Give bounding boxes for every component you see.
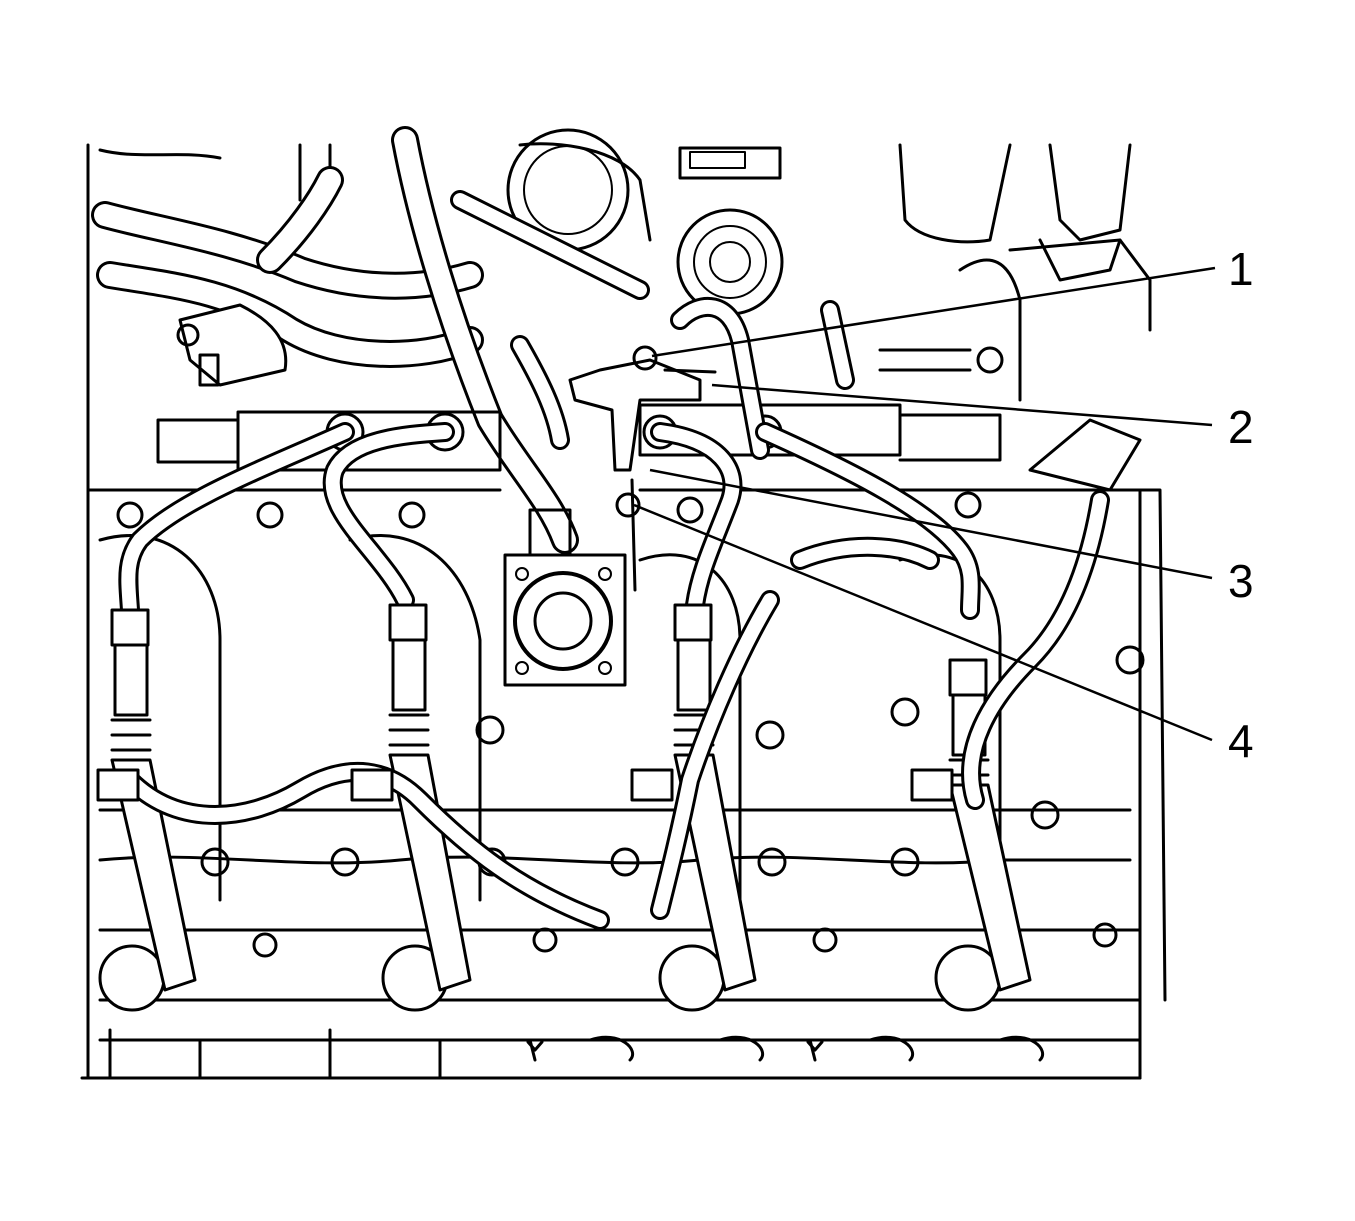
fuel-injectors <box>96 422 1110 992</box>
head-bolts <box>116 491 1145 958</box>
callout-leaders <box>633 266 1216 742</box>
callout-1: 1 <box>1228 243 1254 295</box>
callout-4: 4 <box>1228 715 1254 767</box>
callout-2: 2 <box>1228 401 1254 453</box>
frame <box>80 143 1142 1080</box>
fuel-pump-assembly <box>503 345 717 687</box>
upper-engine-area <box>91 126 1152 554</box>
callout-3: 3 <box>1228 555 1254 607</box>
callout-labels: 1 2 3 4 <box>1228 243 1254 767</box>
